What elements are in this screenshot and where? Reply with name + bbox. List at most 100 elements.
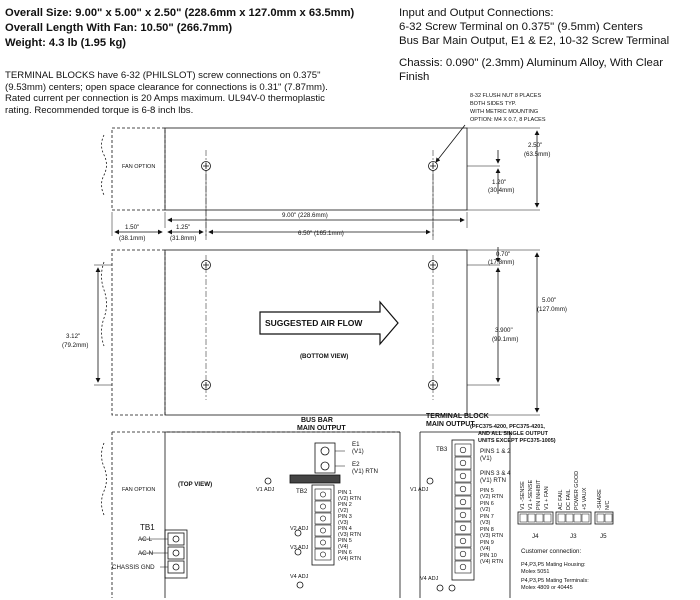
terminal-note-line-4: rating. Recommended torque is 6-8 inch l… <box>5 104 194 116</box>
v4-adj-left-label: V4 ADJ <box>290 574 309 580</box>
pin-label: (V3) RTN <box>480 533 503 539</box>
pin-label: (V4) <box>338 544 349 550</box>
bottom-view-labels: 8-32 FLUSH NUT 8 PLACES BOTH SIDES TYP. … <box>62 93 567 360</box>
pin-label: PIN 2 <box>338 502 352 508</box>
v2-adj-label: V2 ADJ <box>290 526 309 532</box>
dim-1-20: 1.20" <box>492 179 506 186</box>
io-connections-block: Input and Output Connections: 6-32 Screw… <box>399 6 699 84</box>
dim-0-70: 0.70" <box>496 251 510 258</box>
pin-label: (V2) RTN <box>480 494 503 500</box>
pin-label: PIN 9 <box>480 540 494 546</box>
dim-3-900-mm: (99.1mm) <box>492 336 518 343</box>
dim-3-900: 3.900" <box>495 327 513 334</box>
pin-label: PIN 3 <box>338 514 352 520</box>
e1-sub-label: (V1) <box>352 448 364 455</box>
j5-label: J5 <box>600 533 607 540</box>
j3-pin-label: DC FAIL <box>566 489 572 510</box>
airflow-label: SUGGESTED AIR FLOW <box>265 318 363 328</box>
tb1-terminal <box>167 546 185 560</box>
dim-2-50: 2.50" <box>528 142 542 149</box>
dim-1-50-mm: (38.1mm) <box>119 235 145 242</box>
terminal-block-title-2: MAIN OUTPUT <box>426 421 475 428</box>
chassis-gnd-label: CHASSIS GND <box>112 564 155 571</box>
dim-3-12: 3.12" <box>66 333 80 340</box>
j4-label: J4 <box>532 533 539 540</box>
e2-sub-label: (V1) RTN <box>352 468 378 475</box>
j5-pin-label: -SHARE <box>597 489 603 510</box>
pin-label: (V3) <box>338 520 349 526</box>
overall-size: Overall Size: 9.00" x 5.00" x 2.50" (228… <box>5 7 355 19</box>
pin-label: PIN 5 <box>480 488 494 494</box>
tb3-label: TB3 <box>436 446 448 453</box>
chassis-line-1: Chassis: 0.090" (2.3mm) Aluminum Alloy, … <box>399 57 664 69</box>
pin-label: (V4) <box>480 546 491 552</box>
j3-pin-label: +5 VAUX <box>582 487 588 510</box>
dim-5-00-mm: (127.0mm) <box>537 306 567 313</box>
bottom-view-label: (BOTTOM VIEW) <box>300 353 348 360</box>
dim-0-70-mm: (17.8mm) <box>488 259 514 266</box>
terminal-block-note-3: UNITS EXCEPT PFC375-1005) <box>478 438 556 444</box>
j4-pin-label: V1 -SENSE <box>520 481 526 510</box>
tb1-terminal <box>167 532 185 546</box>
weight: Weight: 4.3 lb (1.95 kg) <box>5 37 127 49</box>
pin-label: PIN 6 <box>338 550 352 556</box>
dim-3-12-mm: (79.2mm) <box>62 342 88 349</box>
e2-label: E2 <box>352 461 360 468</box>
ac-n-label: AC-N <box>138 550 153 557</box>
pin-label: PIN 10 <box>480 553 497 559</box>
terminal-note-line-1: TERMINAL BLOCKS have 6-32 (PHILSLOT) scr… <box>5 70 321 81</box>
chassis-bottom-outline <box>164 249 468 416</box>
terminal-blocks-note: TERMINAL BLOCKS have 6-32 (PHILSLOT) scr… <box>5 70 400 116</box>
mating-terminals-1: P4,P3,P5 Mating Terminals: <box>521 578 589 584</box>
pin-label: PIN 4 <box>338 526 352 532</box>
terminal-block-note-1: (PFC375-4200, PFC375-4201, <box>470 424 545 430</box>
v1-adj-left-label: V1 ADJ <box>256 487 275 493</box>
fan-option-label-bottom: FAN OPTION <box>122 164 155 170</box>
j5-pin-label: N/C <box>605 501 611 511</box>
mating-housing-2: Molex 5051 <box>521 569 549 575</box>
io-line-2: Bus Bar Main Output, E1 & E2, 10-32 Scre… <box>399 35 670 47</box>
j3-label: J3 <box>570 533 577 540</box>
bus-bar-title-1: BUS BAR <box>301 417 333 424</box>
flush-nut-line-4: OPTION: M4 X 0.7, 8 PLACES <box>470 117 546 123</box>
pin-label: PINS 3 & 4 <box>480 470 511 477</box>
pin-label: PIN 7 <box>480 514 494 520</box>
pin-label: (V2) <box>480 507 491 513</box>
bottom-view <box>94 124 540 416</box>
j3-pin-label: POWER GOOD <box>574 471 580 510</box>
terminal-block-title-1: TERMINAL BLOCK <box>426 413 489 420</box>
terminal-note-line-3: Rated current per connection is 20 Amps … <box>5 93 325 104</box>
chassis-side-outline <box>164 127 468 211</box>
dim-1-50: 1.50" <box>125 224 139 231</box>
e1-label: E1 <box>352 441 360 448</box>
specifications-block: Overall Size: 9.00" x 5.00" x 2.50" (228… <box>5 6 400 51</box>
pin-label: PIN 5 <box>338 538 352 544</box>
tb2-label: TB2 <box>296 488 308 495</box>
dim-1-20-mm: (30.4mm) <box>488 187 514 194</box>
v4-adj-right-label: V4 ADJ <box>420 576 439 582</box>
fan-option-outline-lower <box>111 249 166 416</box>
pin-label: (V3) RTN <box>338 532 361 538</box>
dim-2-50-mm: (63.5mm) <box>524 151 550 158</box>
mating-terminals-2: Molex 4809 or 40445 <box>521 585 573 591</box>
dim-1-25-mm: (31.8mm) <box>170 235 196 242</box>
flush-nut-line-1: 8-32 FLUSH NUT 8 PLACES <box>470 93 541 99</box>
dim-1-25: 1.25" <box>176 224 190 231</box>
flush-nut-line-2: BOTH SIDES TYP. <box>470 101 517 107</box>
ac-l-label: AC-L <box>138 536 153 543</box>
customer-connection-label: Customer connection: <box>521 548 581 555</box>
io-title: Input and Output Connections: <box>399 7 554 19</box>
mating-housing-1: P4,P3,P5 Mating Housing: <box>521 562 586 568</box>
fan-option-outline-upper <box>111 127 166 211</box>
pin-label: PIN 8 <box>480 527 494 533</box>
fan-edge-lower <box>101 261 107 347</box>
terminal-block-note-2: AND ALL SINGLE OUTPUT <box>478 431 549 437</box>
overall-length: Overall Length With Fan: 10.50" (266.7mm… <box>5 22 233 34</box>
pin-label: (V1) <box>480 455 492 462</box>
dim-9-00: 9.00" (228.6mm) <box>282 212 328 219</box>
v1-adj-right-label: V1 ADJ <box>410 487 429 493</box>
tb1-terminal <box>167 560 185 574</box>
dim-5-00: 5.00" <box>542 297 556 304</box>
terminal-note-line-2: (9.53mm) centers; open space clearance f… <box>5 81 328 93</box>
